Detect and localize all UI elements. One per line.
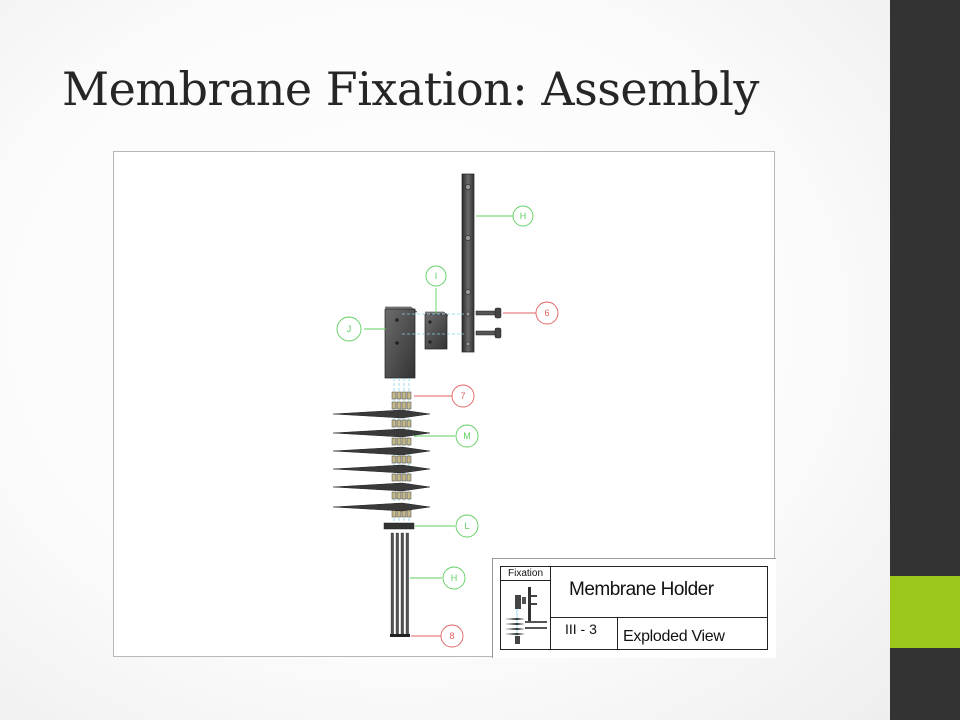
callout-j: J	[336, 316, 362, 342]
callout-i: I	[425, 265, 447, 287]
part-j-block	[384, 306, 418, 379]
part-6-screws	[475, 307, 502, 339]
callout-j-label: J	[347, 324, 352, 334]
callout-h-top-label: H	[520, 211, 527, 221]
title-block-view: Exploded View	[623, 628, 725, 645]
side-accent	[890, 576, 960, 648]
part-h-rail	[461, 173, 475, 353]
callout-m-label: M	[463, 431, 471, 441]
callout-8-label: 8	[449, 631, 454, 641]
callout-6: 6	[535, 301, 559, 325]
part-i-block	[424, 311, 449, 350]
title-block-divider-vertical	[617, 617, 618, 649]
callout-m: M	[455, 424, 479, 448]
callout-h-bottom: H	[442, 566, 466, 590]
part-h-rods	[390, 532, 410, 637]
title-block-frame: Fixation Membrane H	[500, 566, 768, 650]
callout-7-label: 7	[460, 391, 465, 401]
title-block-title: Membrane Holder	[569, 579, 714, 600]
drawing-title-block: Fixation Membrane H	[492, 558, 776, 658]
callout-l-label: L	[464, 521, 469, 531]
title-block-thumbnail	[501, 581, 551, 649]
callout-l: L	[455, 514, 479, 538]
callout-h-top: H	[512, 205, 534, 227]
exploded-view-drawing: H I J 6 7 M L H	[113, 151, 776, 658]
part-7-spacers	[391, 391, 412, 518]
callout-i-label: I	[435, 271, 438, 281]
callout-6-label: 6	[544, 308, 549, 318]
alignment-lines	[393, 313, 464, 527]
part-m-membranes	[332, 409, 431, 512]
callout-8: 8	[440, 624, 464, 648]
assembly-thumbnail-icon	[505, 587, 547, 644]
part-l-plate	[383, 522, 415, 530]
title-block-label: Fixation	[501, 567, 551, 581]
assembly-diagram: H I J 6 7 M L H	[332, 173, 559, 648]
title-block-code: III - 3	[565, 621, 597, 637]
callout-h-bottom-label: H	[451, 573, 458, 583]
slide-title: Membrane Fixation: Assembly	[62, 62, 759, 116]
title-block-divider	[551, 617, 767, 618]
callout-7: 7	[451, 384, 475, 408]
